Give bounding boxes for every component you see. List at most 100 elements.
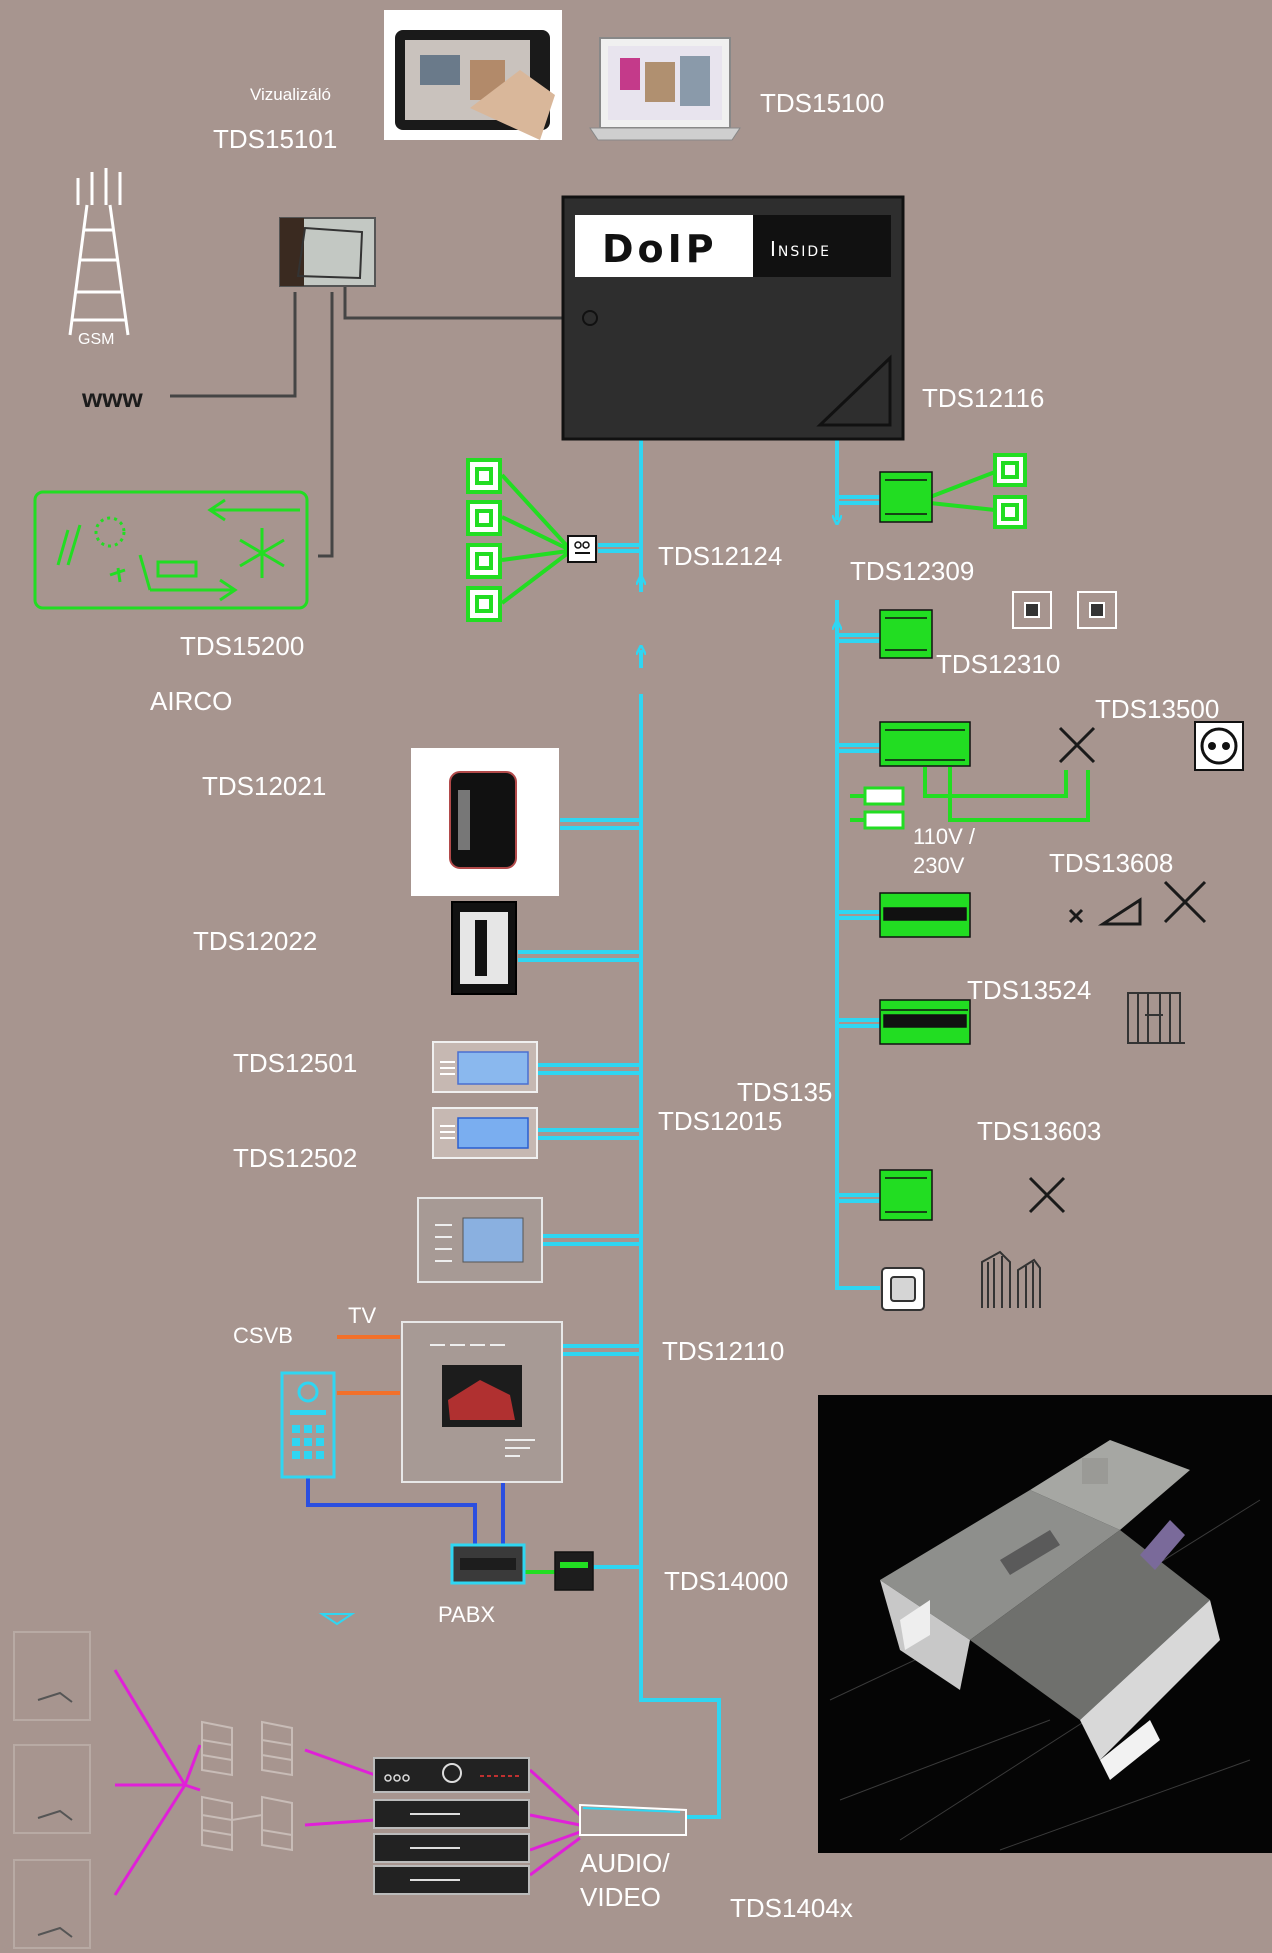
label-tds15101: TDS15101 (213, 124, 337, 154)
button-panel-tds12501 (432, 1041, 538, 1093)
house-render-image (818, 1395, 1272, 1853)
label-tds12501: TDS12501 (233, 1048, 357, 1078)
touch-panel-tds12021 (411, 748, 559, 896)
push-button-icon (466, 543, 502, 579)
label-tds12502: TDS12502 (233, 1143, 357, 1173)
bus-tds12021 (560, 818, 641, 830)
dimmer-icon (1097, 897, 1142, 926)
push-button-icon (466, 586, 502, 622)
label-doip: DoIP (602, 227, 718, 271)
label-tds13603: TDS13603 (977, 1116, 1101, 1146)
label-tds13608: TDS13608 (1049, 848, 1173, 878)
push-button-icon (881, 1267, 925, 1311)
grey-push-buttons (1012, 591, 1117, 629)
label-tds12116: TDS12116 (922, 383, 1044, 413)
bus-tds12110 (563, 1344, 641, 1356)
right-push-buttons (993, 453, 1027, 529)
air-conditioner-icon (33, 490, 309, 610)
pabx-blue-wires (306, 1477, 505, 1545)
label-tds13524: TDS13524 (967, 975, 1091, 1005)
push-button-icon (466, 458, 502, 494)
pabx-device (450, 1543, 526, 1585)
label-csvb: CSVB (233, 1323, 293, 1348)
button-panel-tds12502 (432, 1107, 538, 1159)
lamp-cross-icon (1028, 726, 1207, 1214)
speaker-icon (201, 1720, 293, 1852)
label-voltage-1: 110V / (913, 824, 976, 849)
input-interface-module (567, 535, 597, 563)
push-button-group (466, 458, 502, 622)
module-tds12310 (879, 609, 933, 659)
label-gsm: GSM (78, 331, 114, 348)
display-panel-tds12015 (417, 1197, 543, 1283)
label-vizualizalo: Vizualizáló (250, 85, 331, 104)
label-tds12021: TDS12021 (202, 771, 326, 801)
bus-tds12015 (543, 1234, 641, 1246)
av-wires (306, 1335, 505, 1545)
label-www: www (81, 383, 143, 413)
amplifier-stack (373, 1757, 530, 1895)
label-tds15200: TDS15200 (180, 631, 304, 661)
label-tds13500: TDS13500 (1095, 694, 1219, 724)
speaker-to-amp-wires (304, 1748, 376, 1827)
laptop-device (589, 37, 741, 141)
bus-tds13500 (837, 743, 880, 753)
label-tds14000: TDS14000 (664, 1566, 788, 1596)
power-socket-icon (1194, 721, 1244, 771)
network-cables (170, 285, 563, 558)
room-speaker-wires (113, 1669, 187, 1896)
bus-right-trunk (835, 600, 880, 1290)
label-tds12310: TDS12310 (936, 649, 1060, 679)
bus-left-trunk (639, 694, 721, 1819)
room-icons (13, 1631, 91, 1949)
label-inside: Inside (770, 237, 831, 261)
green-wires (500, 470, 1090, 1574)
window-blind-icon (1127, 992, 1185, 1044)
bus-tds12309 (837, 495, 880, 505)
tablet-device (384, 10, 562, 140)
av-interface (579, 1803, 687, 1836)
label-airco: AIRCO (150, 686, 232, 716)
label-voltage-2: 230V (913, 853, 965, 878)
tds12309-wires (929, 470, 996, 512)
labels: Vizualizáló TDS15101 TDS15100 GSM www Do… (78, 85, 1219, 1923)
label-tds12015: TDS12015 (658, 1106, 782, 1136)
label-tds12110: TDS12110 (662, 1336, 784, 1366)
bus-tds13608 (837, 910, 880, 920)
gate-icon (981, 1250, 1041, 1308)
bus-tds12502 (538, 1128, 641, 1140)
label-tds12022: TDS12022 (193, 926, 317, 956)
audio-wires (113, 1669, 582, 1896)
door-station (280, 1371, 336, 1479)
speaker-fan-wires (183, 1744, 202, 1792)
router-device (279, 217, 376, 287)
label-tds15100: TDS15100 (760, 88, 884, 118)
bus-tds13603 (837, 1193, 880, 1203)
bus-tds12124 (598, 543, 641, 553)
bus-lines (518, 440, 880, 1819)
router-to-doip-cable (343, 285, 563, 320)
airco-cable (318, 292, 334, 558)
switch-wires (500, 473, 570, 605)
mains-terminals (863, 786, 905, 830)
lamp-wire-2 (948, 767, 1090, 822)
www-cable (170, 292, 297, 398)
touch-panel-tds12022 (451, 901, 517, 995)
module-tds14000 (554, 1551, 594, 1591)
label-pabx: PABX (438, 1602, 495, 1627)
label-tds135: TDS135 (737, 1077, 832, 1107)
doip-controller (561, 195, 905, 441)
label-video: VIDEO (580, 1882, 661, 1912)
video-monitor-tds12110 (401, 1321, 563, 1483)
label-tds12124: TDS12124 (658, 541, 782, 571)
lamp-wire-1 (923, 767, 1068, 798)
push-button-icon (466, 500, 502, 536)
bus-tds12310 (837, 633, 880, 643)
bus-tds12501 (538, 1063, 641, 1075)
bus-tds12022 (518, 950, 641, 962)
module-details (560, 479, 968, 1568)
label-tv: TV (348, 1303, 376, 1328)
gsm-tower-icon (68, 168, 130, 336)
